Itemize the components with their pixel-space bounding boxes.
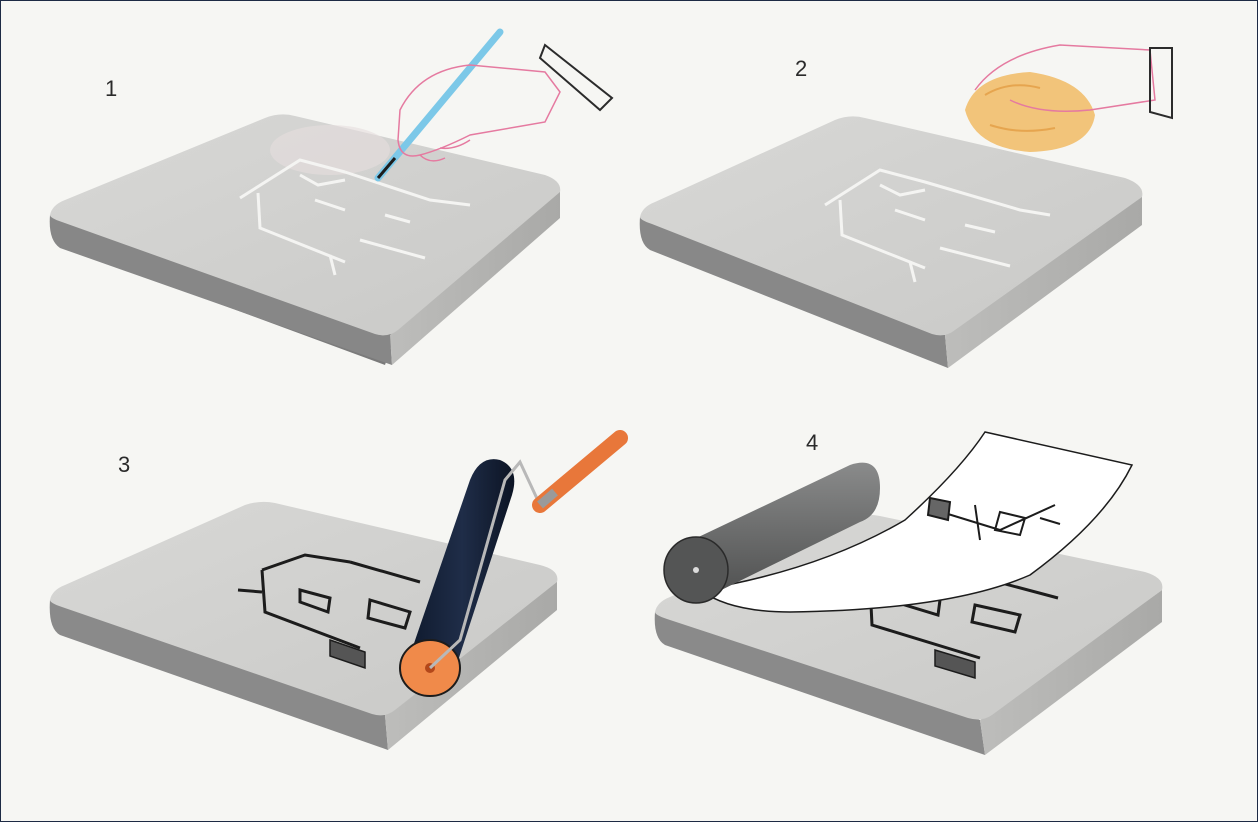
step-2-stone [640,116,1143,368]
hand-with-pencil-icon [378,32,612,178]
step-3-number: 3 [118,452,130,478]
step-2-number: 2 [795,56,807,82]
step-1-number: 1 [105,76,117,102]
step-1-stone [50,114,560,365]
step-4-number: 4 [806,430,818,456]
hand-with-sponge-icon [965,45,1172,152]
